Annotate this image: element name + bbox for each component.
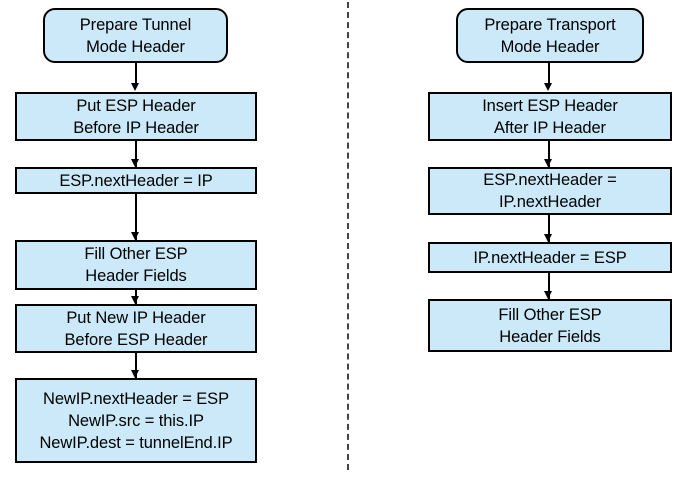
node-line: IP.nextHeader xyxy=(498,193,602,211)
node-line: Prepare Transport xyxy=(484,15,616,34)
node-transport-step-3: IP.nextHeader = ESP xyxy=(428,242,672,273)
arrowhead-icon xyxy=(544,291,552,299)
connector-transport-step2-to-step3 xyxy=(548,215,550,242)
arrowhead-icon xyxy=(544,159,552,167)
arrowhead-icon xyxy=(131,83,139,91)
node-line: Put New IP Header xyxy=(66,308,206,327)
arrowhead-icon xyxy=(131,370,139,378)
node-line: Header Fields xyxy=(85,267,187,285)
node-line: Header Fields xyxy=(499,327,601,346)
arrowhead-icon xyxy=(131,296,139,304)
node-line: Insert ESP Header xyxy=(482,96,618,115)
arrowhead-icon xyxy=(131,159,139,167)
node-tunnel-start: Prepare Tunnel Mode Header xyxy=(43,8,228,63)
node-transport-step-2: ESP.nextHeader = IP.nextHeader xyxy=(428,167,672,215)
connector-tunnel-step4-to-step5 xyxy=(135,353,137,378)
node-tunnel-step-1: Put ESP Header Before IP Header xyxy=(15,92,257,141)
node-line: After IP Header xyxy=(494,118,606,137)
node-line: Mode Header xyxy=(86,37,185,56)
node-line: NewIP.src = this.IP xyxy=(68,411,204,430)
connector-transport-step3-to-step4 xyxy=(548,273,550,299)
node-line: IP.nextHeader = ESP xyxy=(473,248,627,267)
arrowhead-icon xyxy=(544,234,552,242)
section-divider xyxy=(347,2,349,470)
node-transport-start: Prepare Transport Mode Header xyxy=(456,8,644,63)
connector-tunnel-start-to-step1 xyxy=(135,63,137,85)
node-tunnel-step-4: Put New IP Header Before ESP Header xyxy=(15,304,257,353)
node-line: Before IP Header xyxy=(73,118,199,137)
node-line: ESP.nextHeader = xyxy=(483,171,617,189)
node-line: Fill Other ESP xyxy=(498,305,602,324)
node-line: Put ESP Header xyxy=(76,96,196,115)
node-transport-step-4: Fill Other ESP Header Fields xyxy=(428,299,672,352)
arrowhead-icon xyxy=(131,232,139,240)
connector-transport-start-to-step1 xyxy=(548,63,550,85)
node-line: ESP.nextHeader = IP xyxy=(59,171,213,190)
node-tunnel-step-3: Fill Other ESP Header Fields xyxy=(15,240,257,290)
connector-transport-step1-to-step2 xyxy=(548,141,550,167)
node-line: Mode Header xyxy=(500,37,600,56)
node-line: Prepare Tunnel xyxy=(79,15,192,34)
arrowhead-icon xyxy=(544,83,552,91)
node-line: NewIP.dest = tunnelEnd.IP xyxy=(39,433,233,452)
node-line: NewIP.nextHeader = ESP xyxy=(43,389,229,408)
node-transport-step-1: Insert ESP Header After IP Header xyxy=(428,92,672,141)
connector-tunnel-step2-to-step3 xyxy=(135,194,137,240)
node-line: Before ESP Header xyxy=(64,330,208,349)
connector-tunnel-step1-to-step2 xyxy=(135,141,137,167)
node-tunnel-step-2: ESP.nextHeader = IP xyxy=(15,167,257,194)
node-line: Fill Other ESP xyxy=(84,245,188,263)
node-tunnel-step-5: NewIP.nextHeader = ESP NewIP.src = this.… xyxy=(15,378,257,463)
